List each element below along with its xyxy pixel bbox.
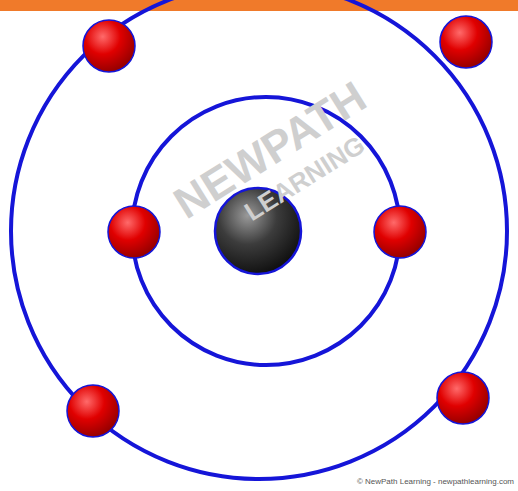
outer-shell (11, 0, 507, 479)
electron (108, 206, 160, 258)
top-bar (0, 0, 518, 11)
electron (440, 16, 492, 68)
electron (374, 206, 426, 258)
copyright-note: © NewPath Learning - newpathlearning.com (357, 477, 514, 486)
electron (437, 372, 489, 424)
electron (83, 20, 135, 72)
electron (67, 385, 119, 437)
